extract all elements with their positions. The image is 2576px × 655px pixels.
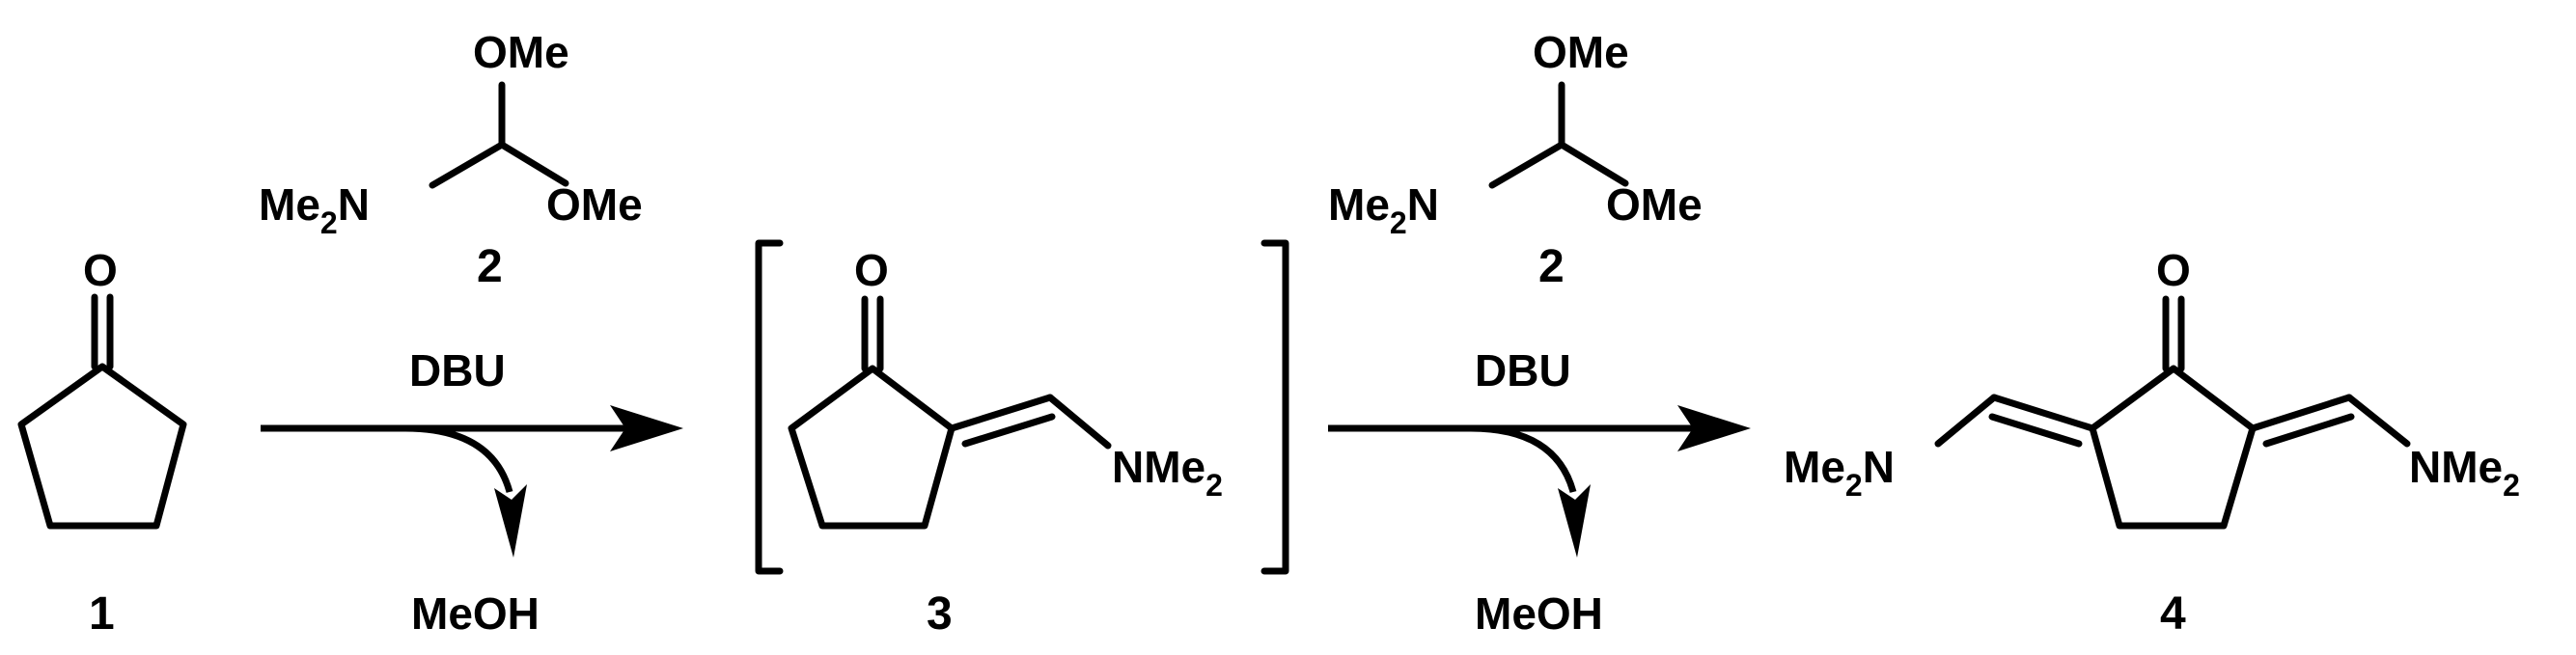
compound-4-right-amine: NMe2 [2409,442,2520,503]
product-4: O NMe2 Me2N 4 [1784,245,2520,640]
bracket-right [1260,239,1289,575]
reagent-2-first: OMe OMe Me2N 2 [259,27,643,292]
compound-3-exocyclic-double-a [948,394,1054,432]
compound-4-left-double-a [1990,394,2096,432]
reagent-2-first-number: 2 [477,241,503,292]
reagent-2-second-bond-right [1558,141,1629,187]
compound-4-left-cn-bond [1934,394,1998,448]
compound-3-exocyclic-double-b [961,413,1056,448]
reagent-2-second-number: 2 [1538,241,1565,292]
compound-3-ring [788,365,956,530]
compound-1-number: 1 [89,588,115,640]
compound-4-number: 4 [2160,588,2186,640]
reagent-2-first-amine: Me2N [259,179,370,240]
compound-4-right-cn-bond [2345,394,2411,448]
compound-4-right-double-b [2262,413,2355,448]
compound-4-left-double-b [1988,413,2083,448]
bracket-left [755,239,784,575]
reagent-2-second-ome-right: OMe [1606,179,1703,230]
reagent-2-first-bond-left [429,141,506,189]
step-1-byproduct: MeOH [411,588,540,639]
compound-1-oxygen-label: O [83,245,118,295]
compound-3-oxygen-label: O [854,245,889,295]
compound-4-left-amine: Me2N [1784,442,1895,503]
reaction-arrow-1: DBU MeOH [261,345,683,639]
intermediate-3: O NMe2 3 [755,239,1289,640]
arrow-1-branch-head [494,484,527,558]
reagent-2-first-ome-right: OMe [546,179,643,230]
reagent-2-second-bond-left [1488,141,1565,189]
arrow-2-branch-head [1558,484,1591,558]
step-1-catalyst: DBU [409,345,506,396]
compound-3-amine: NMe2 [1112,442,1223,503]
arrow-1-curved-branch [404,424,513,493]
compound-4-ring [2089,365,2257,530]
reagent-2-second-ome-top: OMe [1533,27,1629,77]
step-2-catalyst: DBU [1475,345,1571,396]
compound-4-oxygen-label: O [2156,245,2191,295]
compound-4-right-double-a [2249,394,2353,432]
reagent-2-first-ome-top: OMe [473,27,569,77]
compound-3-cn-bond [1046,394,1112,450]
reagent-2-first-bond-right [498,141,569,187]
compound-3-number: 3 [927,588,953,640]
reagent-2-second: OMe OMe Me2N 2 [1328,27,1703,292]
compound-1-cyclopentanone: O 1 [17,245,187,640]
step-2-byproduct: MeOH [1475,588,1603,639]
reagent-2-second-amine: Me2N [1328,179,1439,240]
arrow-1-head [610,405,683,451]
arrow-2-head [1677,405,1751,451]
reaction-arrow-2: DBU MeOH [1328,345,1751,639]
compound-1-ring [17,363,187,530]
arrow-2-curved-branch [1470,424,1577,493]
